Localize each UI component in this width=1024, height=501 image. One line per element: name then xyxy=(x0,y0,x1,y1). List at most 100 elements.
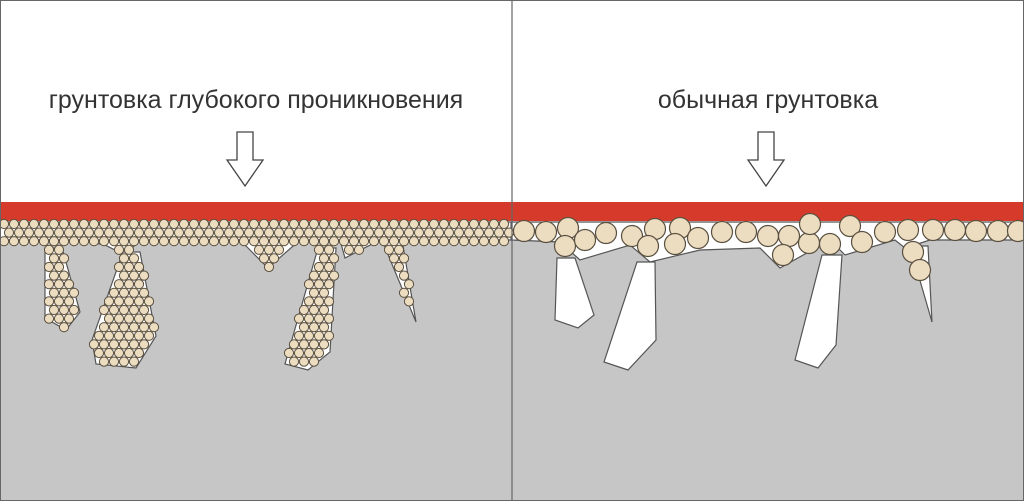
fine-primer-particle xyxy=(413,227,425,238)
fine-primer-particle xyxy=(343,227,355,238)
fine-primer-particle xyxy=(468,218,480,230)
fine-primer-particle xyxy=(388,218,400,230)
fine-primer-particle xyxy=(473,227,485,238)
fine-primer-particle xyxy=(303,296,315,307)
fine-primer-particle xyxy=(98,304,110,316)
fine-primer-particle xyxy=(318,304,330,316)
fine-primer-particle xyxy=(263,244,275,255)
fine-primer-particle xyxy=(133,347,145,359)
fine-primer-particle xyxy=(158,218,170,230)
coarse-primer-particle xyxy=(921,218,945,242)
coarse-primer-particle xyxy=(534,220,558,244)
fine-primer-particle xyxy=(278,236,290,247)
fine-primer-particle xyxy=(428,218,440,230)
fine-primer-particle xyxy=(288,218,300,230)
fine-primer-particle xyxy=(118,356,130,367)
fine-primer-particle xyxy=(173,227,185,238)
fine-primer-particle xyxy=(338,218,350,230)
fine-primer-particle xyxy=(118,253,130,264)
fine-primer-particle xyxy=(293,330,305,341)
fine-primer-particle xyxy=(123,244,135,255)
coarse-primer-particle xyxy=(850,230,874,254)
fine-primer-particle xyxy=(423,227,435,238)
fine-primer-particle xyxy=(63,313,75,324)
fine-primer-particle xyxy=(458,236,470,247)
fine-primer-particle xyxy=(113,330,125,341)
fine-primer-particle xyxy=(138,270,150,281)
fine-primer-particle xyxy=(108,356,120,367)
fine-primer-particle xyxy=(288,356,300,367)
fine-primer-particle xyxy=(168,218,180,230)
fine-primer-particle xyxy=(278,218,290,230)
fine-primer-particle xyxy=(48,218,60,230)
fine-primer-particle xyxy=(238,236,250,247)
fine-primer-particle xyxy=(378,218,390,230)
fine-primer-particle xyxy=(258,218,270,230)
fine-primer-particle xyxy=(28,236,40,247)
coarse-primer-particle xyxy=(798,212,822,236)
fine-primer-particle xyxy=(208,218,220,230)
fine-primer-particle xyxy=(308,270,320,281)
fine-primer-particle xyxy=(358,236,370,247)
fine-primer-particle xyxy=(268,253,280,264)
coarse-primer-particle xyxy=(964,219,988,243)
fine-primer-particle xyxy=(83,227,95,238)
fine-primer-particle xyxy=(8,236,20,247)
fine-primer-particle xyxy=(308,304,320,316)
fine-primer-particle xyxy=(318,253,330,264)
fine-primer-particle xyxy=(103,330,115,341)
fine-primer-particle xyxy=(128,287,140,298)
fine-primer-particle xyxy=(303,347,315,359)
fine-primer-particle xyxy=(138,322,150,333)
fine-primer-particle xyxy=(438,236,450,247)
fine-primer-particle xyxy=(103,227,115,238)
fine-primer-particle xyxy=(323,261,335,273)
fine-primer-particle xyxy=(58,304,70,316)
fine-primer-particle xyxy=(308,236,320,247)
fine-primer-particle xyxy=(343,244,355,255)
fine-primer-particle xyxy=(113,347,125,359)
fine-primer-particle xyxy=(193,227,205,238)
fine-primer-particle xyxy=(303,330,315,341)
fine-primer-particle xyxy=(318,236,330,247)
fine-primer-particle xyxy=(323,330,335,341)
fine-primer-particle xyxy=(348,236,360,247)
coarse-primer-particle xyxy=(986,219,1010,243)
fine-primer-particle xyxy=(438,218,450,230)
fine-primer-particle xyxy=(323,227,335,238)
fine-primer-particle xyxy=(393,227,405,238)
fine-primer-particle xyxy=(263,227,275,238)
fine-primer-particle xyxy=(323,296,335,307)
fine-primer-particle xyxy=(68,236,80,247)
fine-primer-particle xyxy=(133,296,145,307)
fine-primer-particle xyxy=(398,270,410,281)
fine-primer-particle xyxy=(113,227,125,238)
fine-primer-particle xyxy=(0,236,10,247)
fine-primer-particle xyxy=(353,244,365,255)
fine-primer-particle xyxy=(308,356,320,367)
fine-primer-particle xyxy=(108,304,120,316)
fine-primer-particle xyxy=(298,218,310,230)
fine-primer-particle xyxy=(113,296,125,307)
fine-primer-particle xyxy=(478,218,490,230)
fine-primer-particle xyxy=(98,356,110,367)
fine-primer-particle xyxy=(318,287,330,298)
fine-primer-particle xyxy=(123,313,135,324)
fine-primer-particle xyxy=(253,227,265,238)
fine-primer-particle xyxy=(298,339,310,350)
fine-primer-particle xyxy=(308,287,320,298)
coarse-primer-particle xyxy=(818,232,842,256)
fine-primer-particle xyxy=(313,313,325,324)
coarse-primer-particle xyxy=(873,220,897,244)
coarse-primer-particle xyxy=(908,258,932,282)
fine-primer-particle xyxy=(58,322,70,333)
fine-primer-particle xyxy=(298,356,310,367)
substrate-pore xyxy=(554,257,595,329)
fine-primer-particle xyxy=(388,236,400,247)
coarse-primer-particle xyxy=(636,234,660,258)
fine-primer-particle xyxy=(123,330,135,341)
fine-primer-particle xyxy=(53,244,65,255)
fine-primer-particle xyxy=(78,218,90,230)
fine-primer-particle xyxy=(258,253,270,264)
fine-primer-particle xyxy=(128,356,140,367)
